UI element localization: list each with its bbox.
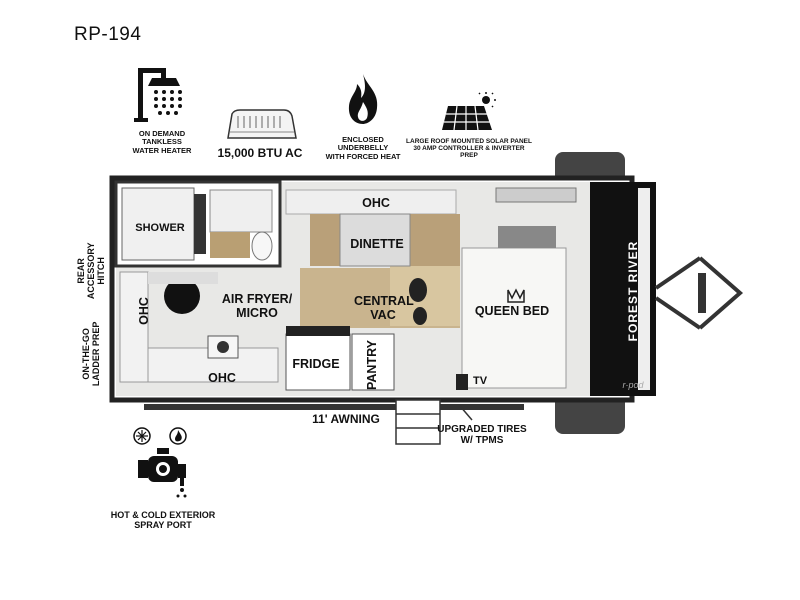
solar-panel-icon bbox=[442, 92, 496, 131]
snowflake-icon bbox=[133, 427, 151, 445]
tire-pointer bbox=[459, 405, 473, 421]
tires-label: UPGRADED TIRES W/ TPMS bbox=[432, 424, 532, 446]
front-cap-stripe bbox=[638, 188, 650, 390]
footprint-icon bbox=[409, 278, 427, 325]
tv-unit bbox=[456, 374, 468, 390]
water-heater-line-1: ON DEMAND bbox=[138, 129, 186, 138]
spray-port-label: HOT & COLD EXTERIOR SPRAY PORT bbox=[108, 510, 218, 531]
spray-port-line-1: HOT & COLD EXTERIOR bbox=[110, 510, 216, 520]
queen-bed bbox=[461, 247, 567, 389]
air-fryer-unit bbox=[164, 278, 200, 314]
ohc-top-label: OHC bbox=[362, 196, 390, 210]
shower-stall bbox=[121, 187, 195, 261]
crown-icon bbox=[507, 288, 525, 303]
air-fryer-label: AIR FRYER/ MICRO bbox=[212, 292, 302, 321]
flame-icon bbox=[348, 74, 378, 124]
bath-vanity bbox=[210, 232, 250, 258]
queen-bed-label: QUEEN BED bbox=[474, 304, 550, 318]
spray-port-line-2: SPRAY PORT bbox=[134, 519, 192, 530]
solar-line-1: LARGE ROOF MOUNTED SOLAR PANEL bbox=[406, 138, 532, 145]
model-title: RP-194 bbox=[74, 24, 142, 45]
fridge-top bbox=[286, 326, 350, 336]
fridge-label: FRIDGE bbox=[292, 357, 340, 371]
shower-label: SHOWER bbox=[135, 222, 185, 234]
tires-line-1: UPGRADED TIRES bbox=[437, 424, 527, 435]
ohc-top-cabinet bbox=[285, 189, 457, 215]
entry-steps bbox=[395, 399, 441, 445]
cooktop-burner bbox=[217, 341, 229, 353]
solar-label: LARGE ROOF MOUNTED SOLAR PANEL 30 AMP CO… bbox=[404, 138, 534, 159]
awning-label: 11' AWNING bbox=[312, 412, 380, 426]
air-fryer-line-1: AIR FRYER/ bbox=[221, 292, 293, 306]
central-vac-line-1: CENTRAL bbox=[354, 294, 414, 308]
brand-logo: FOREST RIVER bbox=[626, 240, 640, 342]
solar-line-2: 30 AMP CONTROLLER & INVERTER PREP bbox=[413, 145, 525, 160]
kitchen-counter-top bbox=[148, 272, 218, 284]
pantry-label: PANTRY bbox=[365, 340, 379, 390]
ohc-bottom-label: OHC bbox=[208, 371, 236, 385]
pantry-box bbox=[351, 333, 395, 391]
heat-icon bbox=[169, 427, 187, 445]
water-heater-label: ON DEMAND TANKLESS WATER HEATER bbox=[126, 129, 198, 155]
central-vac-label: CENTRAL VAC bbox=[354, 294, 414, 323]
air-conditioner-icon bbox=[227, 109, 297, 139]
water-heater-line-3: WATER HEATER bbox=[132, 145, 192, 155]
bed-pillow-area bbox=[498, 226, 556, 248]
awning-bar bbox=[144, 404, 524, 410]
ac-label: 15,000 BTU AC bbox=[217, 146, 303, 160]
air-fryer-line-2: MICRO bbox=[236, 306, 278, 321]
underbelly-line-2: WITH FORCED HEAT bbox=[325, 151, 401, 161]
water-heater-line-2: TANKLESS bbox=[142, 137, 182, 147]
bath-sink bbox=[209, 189, 273, 233]
central-vac-line-2: VAC bbox=[370, 308, 396, 323]
ohc-left-label: OHC bbox=[137, 297, 151, 325]
front-window bbox=[495, 187, 577, 203]
hitch-jack bbox=[698, 273, 706, 313]
fridge-box bbox=[285, 333, 351, 391]
dinette-table bbox=[339, 213, 411, 267]
ohc-left-cabinet bbox=[119, 271, 149, 383]
toilet bbox=[251, 231, 273, 261]
rpod-logo: r·pod bbox=[622, 380, 644, 390]
spray-port-icon bbox=[133, 427, 187, 498]
floorplan bbox=[109, 152, 744, 445]
ladder-prep-label: ON-THE-GO LADDER PREP bbox=[81, 314, 102, 394]
trailer-hitch bbox=[654, 256, 744, 330]
tv-label: TV bbox=[472, 375, 488, 387]
dinette-label: DINETTE bbox=[350, 237, 404, 251]
tires-line-2: W/ TPMS bbox=[460, 435, 504, 446]
underbelly-line-1: ENCLOSED UNDERBELLY bbox=[337, 135, 389, 153]
shower-water-heater-icon bbox=[134, 68, 182, 122]
underbelly-label: ENCLOSED UNDERBELLY WITH FORCED HEAT bbox=[318, 135, 408, 161]
shower-door bbox=[194, 194, 206, 254]
